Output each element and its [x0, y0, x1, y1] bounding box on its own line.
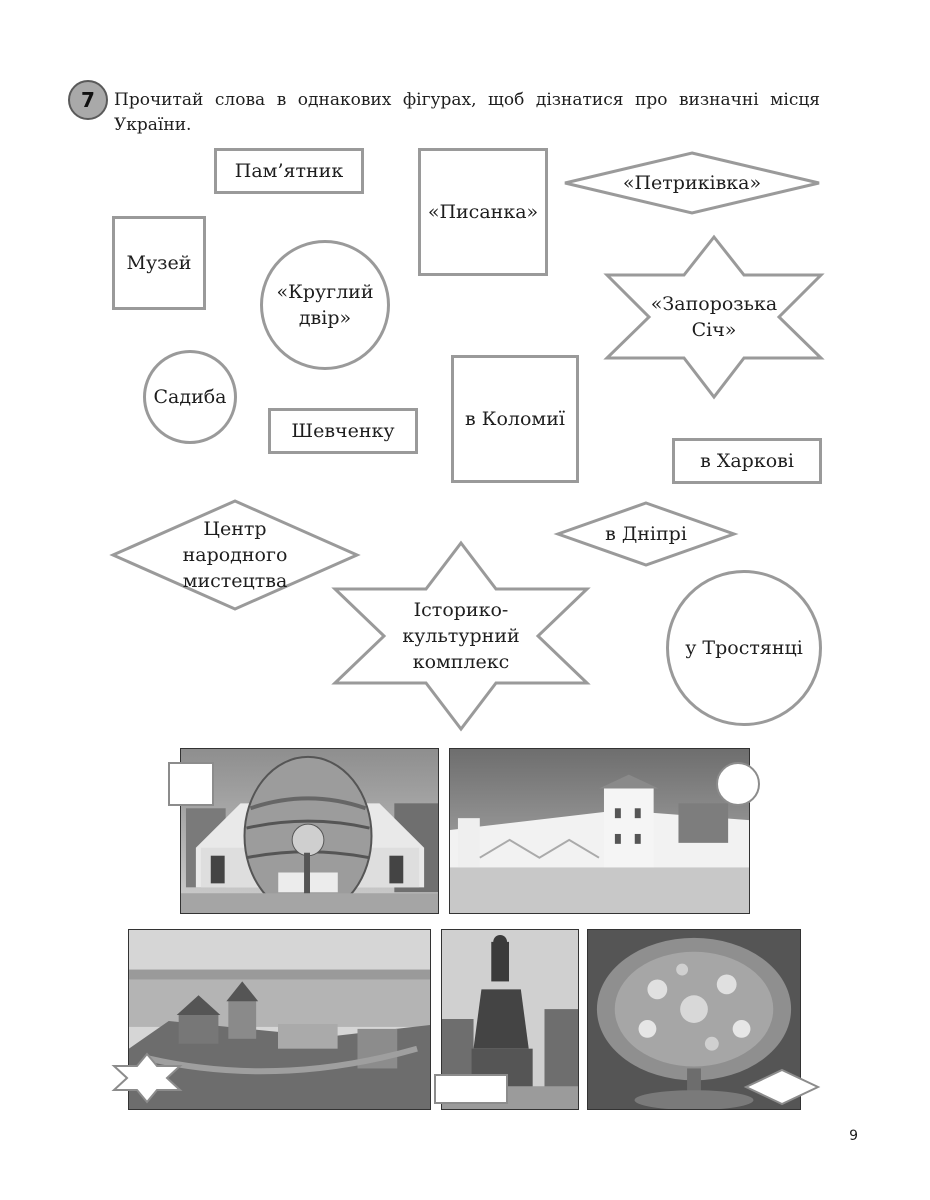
- task-instruction: Прочитай слова в однакових фігурах, щоб …: [114, 90, 820, 135]
- shape-label: Музей: [126, 252, 192, 274]
- answer-marker-rectangle: [434, 1074, 508, 1104]
- shape-rect-v-kharkovi: в Харкові: [672, 438, 822, 484]
- shape-label: в Коломиї: [465, 408, 565, 430]
- shape-label-line: Січ»: [691, 319, 737, 341]
- shape-circle-sadyba: Садиба: [143, 350, 237, 444]
- page-number: 9: [849, 1128, 858, 1144]
- shape-label-line: народного: [182, 544, 288, 566]
- shape-label: Шевченку: [291, 420, 395, 442]
- shape-square-pysanka: «Писанка»: [418, 148, 548, 276]
- shape-square-muzei: Музей: [112, 216, 206, 310]
- photo-pysanka-museum: [180, 748, 439, 914]
- shape-star-zaporozka-sich: [603, 234, 825, 400]
- task-number-badge: 7: [68, 80, 108, 120]
- shape-label-line: Історико-: [413, 599, 509, 621]
- shape-diamond-v-dnipri: [553, 501, 739, 567]
- answer-marker-circle: [716, 762, 760, 806]
- shape-label: «Петриківка»: [622, 172, 762, 194]
- shape-label: в Дніпрі: [605, 523, 687, 545]
- shape-rect-shevchenku: Шевченку: [268, 408, 418, 454]
- answer-marker-diamond: [743, 1068, 821, 1106]
- shape-label-group: «Запорозька Січ»: [604, 234, 824, 400]
- shape-label: Пам’ятник: [234, 160, 344, 182]
- shape-label-line: «Круглий: [276, 281, 374, 303]
- shape-label: «Писанка»: [427, 201, 539, 223]
- shape-label-line: двір»: [298, 307, 352, 329]
- shape-diamond-tsentr: [109, 499, 361, 611]
- photo-kruhlyi-dvir: [449, 748, 750, 914]
- shape-label-line: Центр: [203, 518, 267, 540]
- shape-label: в Харкові: [700, 450, 794, 472]
- answer-marker-square: [168, 762, 214, 806]
- shape-label-line: культурний: [402, 625, 520, 647]
- shape-diamond-petrykivka: [564, 151, 820, 215]
- shape-label-line: мистецтва: [182, 570, 288, 592]
- shape-square-v-kolomyi: в Коломиї: [451, 355, 579, 483]
- shape-label-line: комплекс: [412, 651, 510, 673]
- shape-circle-u-trostiantsi: у Тростянці: [666, 570, 822, 726]
- shape-label: Садиба: [153, 386, 227, 408]
- photo-petrykivka-painting: [587, 929, 801, 1110]
- shape-label-group: Історико- культурний комплекс: [332, 540, 590, 732]
- shape-rect-pamiatnyk: Пам’ятник: [214, 148, 364, 194]
- shape-circle-kruhlyi-dvir: «Круглий двір»: [260, 240, 390, 370]
- shape-label-line: «Запорозька: [650, 293, 778, 315]
- answer-marker-star: [111, 1052, 183, 1104]
- photo-zaporozka-sich: [128, 929, 431, 1110]
- shape-label-group: Центр народного мистецтва: [110, 498, 360, 612]
- shape-label: у Тростянці: [685, 637, 803, 659]
- shape-star-istoryko: [331, 540, 591, 732]
